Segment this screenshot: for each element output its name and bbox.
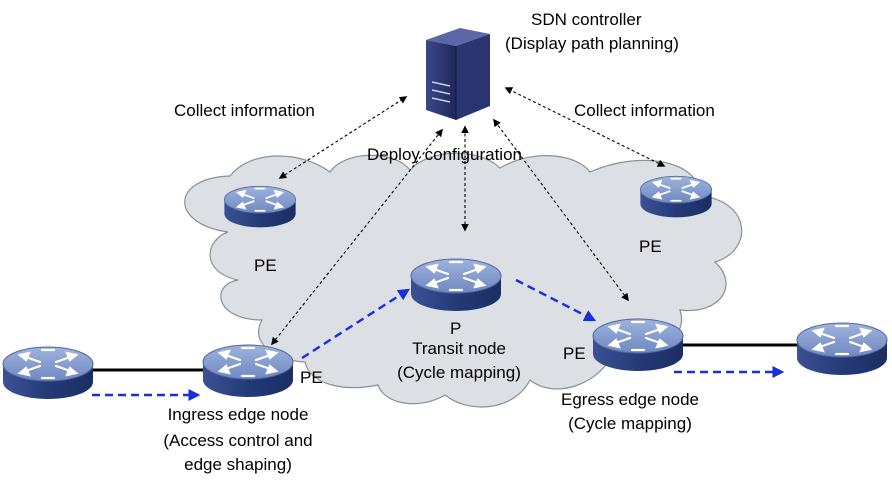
flow-arrow-transit-egress xyxy=(515,278,597,322)
control-arrow-ingress xyxy=(271,128,443,346)
deploy-config-label: Deploy configuration xyxy=(367,145,522,164)
router-icon xyxy=(795,321,889,377)
control-arrow-right-pe xyxy=(504,87,666,167)
ingress-node-detail-1: (Access control and xyxy=(163,431,313,450)
controller-title: SDN controller xyxy=(531,10,642,29)
router-icon xyxy=(639,175,713,219)
collect-info-left-label: Collect information xyxy=(174,101,315,120)
ingress-node-detail-2: edge shaping) xyxy=(184,455,292,474)
pe-top-right-label: PE xyxy=(639,237,662,256)
egress-node-sublabel: (Cycle mapping) xyxy=(568,414,692,433)
router-icon xyxy=(409,257,503,313)
pe-top-left-label: PE xyxy=(254,256,277,275)
pe-ingress-label: PE xyxy=(300,368,323,387)
router-icon xyxy=(591,317,685,373)
collect-info-right-label: Collect information xyxy=(574,101,715,120)
egress-node-label: Egress edge node xyxy=(561,390,699,409)
p-label: P xyxy=(450,319,462,338)
router-icon xyxy=(223,185,297,229)
controller-subtitle: (Display path planning) xyxy=(505,34,679,53)
router-icon xyxy=(1,345,95,401)
pe-egress-label: PE xyxy=(563,344,586,363)
server-icon xyxy=(426,28,490,120)
ingress-node-label: Ingress edge node xyxy=(167,405,309,424)
flow-arrow-ingress-transit xyxy=(301,288,411,360)
router-icon xyxy=(201,343,295,399)
transit-node-label: Transit node xyxy=(412,339,506,358)
transit-node-sublabel: (Cycle mapping) xyxy=(397,363,521,382)
